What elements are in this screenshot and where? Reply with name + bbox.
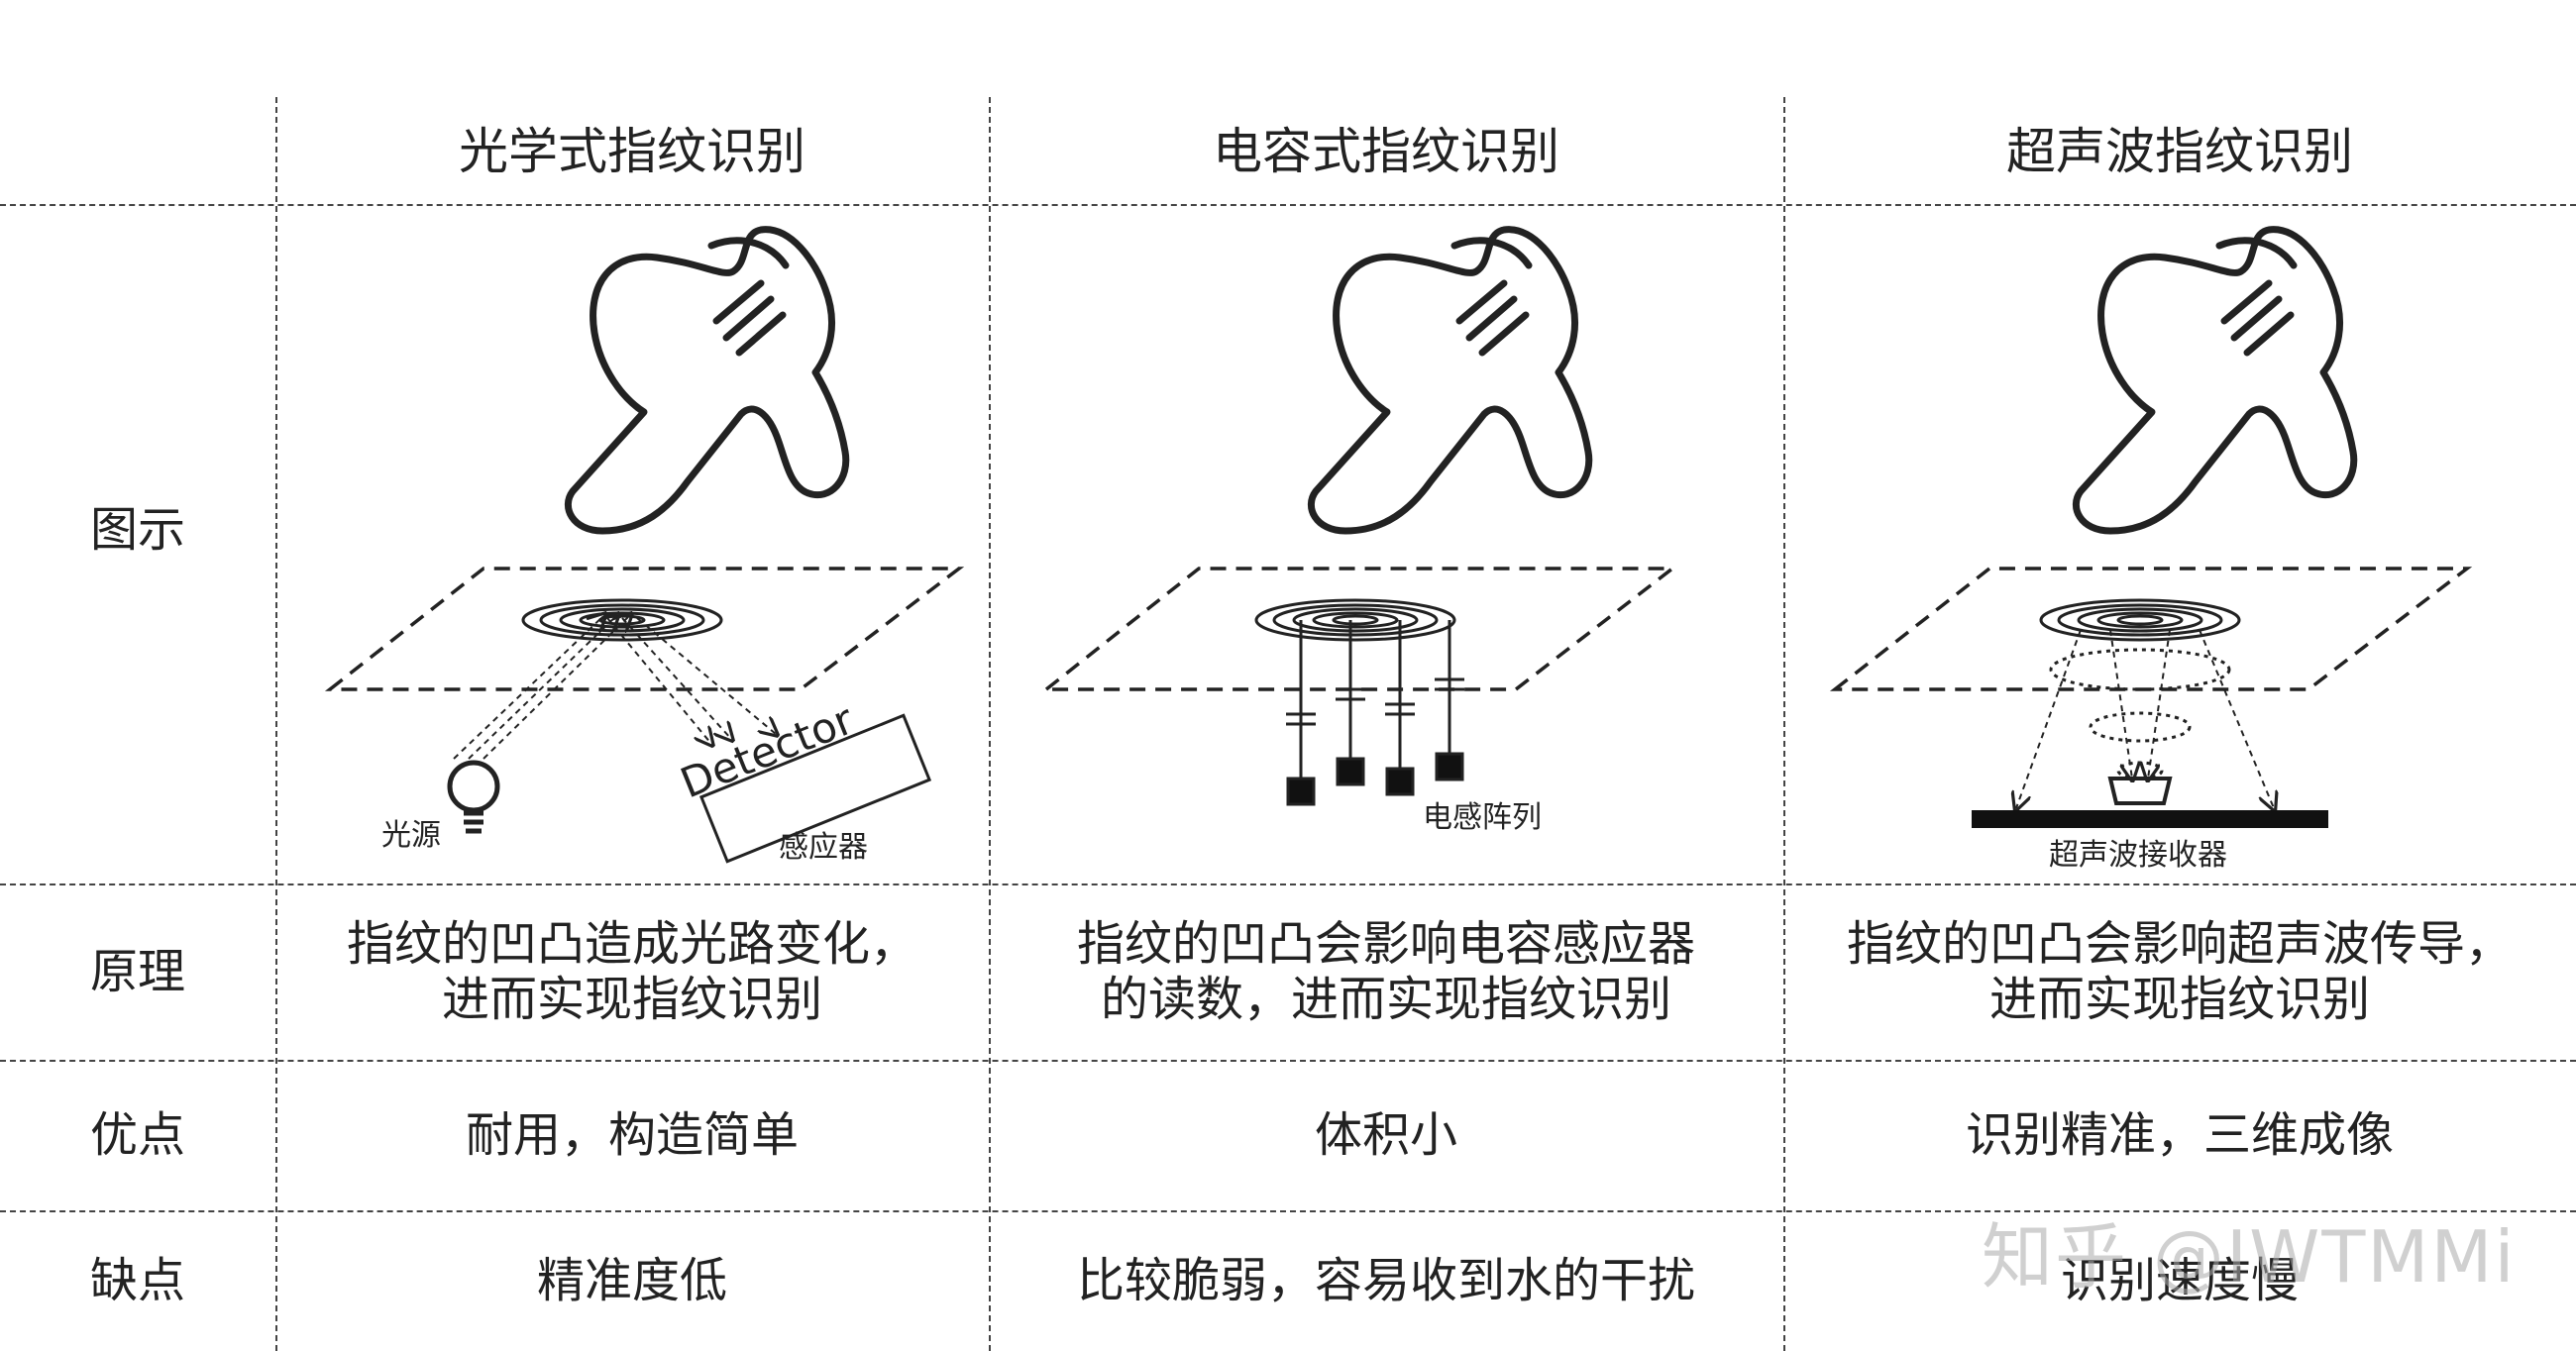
- watermark: 知乎 @IWTMMi: [1982, 1215, 2517, 1299]
- inductor-array-label: 电感阵列: [1423, 800, 1542, 835]
- sensor-plane: [1829, 567, 2473, 691]
- principle-capacitive: 指纹的凹凸会影响电容感应器 的读数，进而实现指纹识别: [989, 883, 1783, 1060]
- sensor-plane: [1040, 567, 1678, 691]
- grid-hline-3: [0, 1060, 2576, 1062]
- column-header-ultrasonic: 超声波指纹识别: [2006, 123, 2353, 180]
- disadvantage-ultrasonic: 识别速度慢: [2060, 1253, 2299, 1308]
- capacitive-diagram: [989, 204, 1783, 883]
- fingerprint-icon: [1254, 598, 1456, 642]
- grid-hline-4: [0, 1210, 2576, 1212]
- principle-optical-line-1: 指纹的凹凸造成光路变化，: [346, 916, 917, 972]
- ultrasonic-receiver-label: 超声波接收器: [2049, 838, 2227, 873]
- grid-vline-2: [989, 97, 991, 1351]
- principle-optical: 指纹的凹凸造成光路变化， 进而实现指纹识别: [275, 883, 989, 1060]
- row-label-principle: 原理: [89, 944, 185, 999]
- principle-ultrasonic: 指纹的凹凸会影响超声波传导， 进而实现指纹识别: [1783, 883, 2576, 1060]
- hand-icon: [1307, 226, 1593, 535]
- sensor-plane: [324, 567, 965, 691]
- ultrasonic-diagram: [1783, 204, 2576, 883]
- bulb-icon: [447, 760, 500, 834]
- column-header-capacitive: 电容式指纹识别: [1213, 123, 1559, 180]
- principle-ultrasonic-line-2: 进而实现指纹识别: [1988, 972, 2370, 1027]
- advantage-ultrasonic: 识别精准，三维成像: [1965, 1107, 2394, 1163]
- receiver-bar: [1972, 810, 2328, 828]
- light-source-label: 光源: [381, 818, 441, 853]
- column-header-optical: 光学式指纹识别: [459, 123, 805, 180]
- capacitor-array: [1286, 620, 1464, 806]
- disadvantage-capacitive: 比较脆弱，容易收到水的干扰: [1076, 1253, 1695, 1308]
- grid-vline-3: [1783, 97, 1785, 1351]
- fingerprint-icon: [2039, 598, 2241, 642]
- principle-ultrasonic-line-1: 指纹的凹凸会影响超声波传导，: [1846, 916, 2513, 972]
- grid-hline-2: [0, 883, 2576, 885]
- advantage-capacitive: 体积小: [1314, 1107, 1457, 1163]
- hand-icon: [564, 226, 850, 535]
- fingerprint-icon: [521, 598, 723, 642]
- transducer-icon: [2107, 777, 2173, 805]
- row-label-illustration: 图示: [89, 502, 185, 558]
- light-path: [453, 615, 776, 760]
- ultrasonic-waves: [2049, 648, 2231, 780]
- hand-icon: [2072, 226, 2358, 535]
- advantage-optical: 耐用，构造简单: [465, 1107, 799, 1163]
- principle-capacitive-line-1: 指纹的凹凸会影响电容感应器: [1076, 916, 1695, 972]
- wave-path: [2016, 629, 2274, 808]
- grid-hline-1: [0, 204, 2576, 206]
- sensor-label: 感应器: [779, 830, 868, 865]
- row-label-advantage: 优点: [89, 1107, 185, 1163]
- principle-capacitive-line-2: 的读数，进而实现指纹识别: [1100, 972, 1671, 1027]
- principle-optical-line-2: 进而实现指纹识别: [441, 972, 822, 1027]
- optical-diagram: [275, 204, 989, 883]
- detector-box: [698, 713, 932, 864]
- row-label-disadvantage: 缺点: [89, 1253, 185, 1308]
- grid-vline-1: [275, 97, 277, 1351]
- disadvantage-optical: 精准度低: [536, 1253, 727, 1308]
